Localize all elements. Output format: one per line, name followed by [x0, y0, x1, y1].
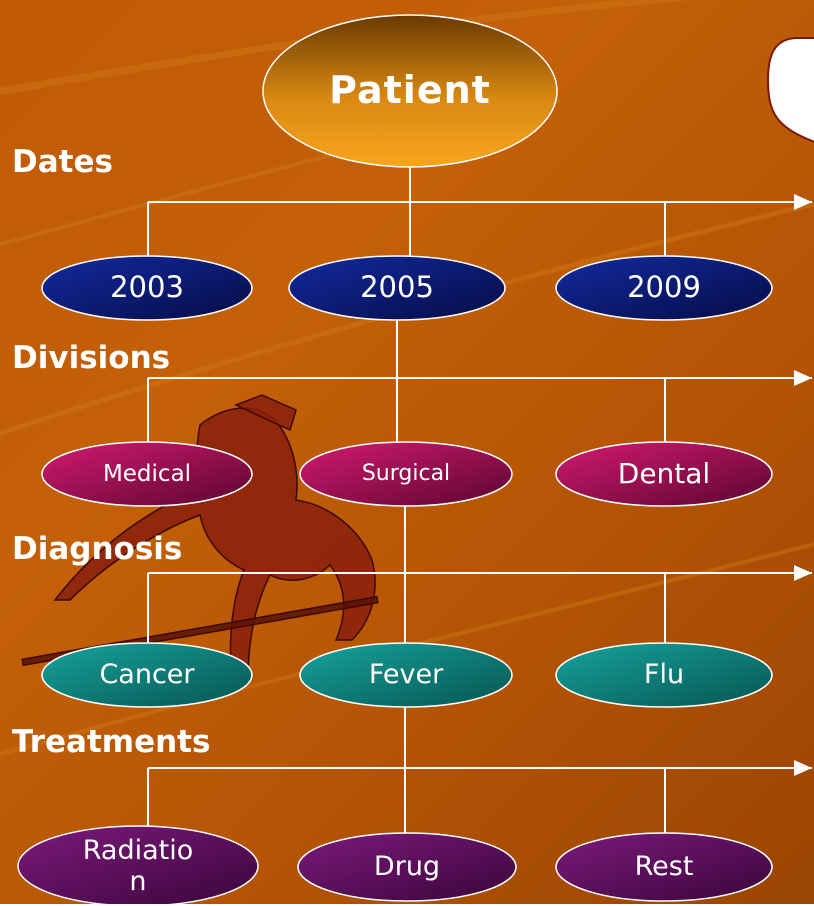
node-cancer	[41, 642, 253, 708]
callout-shape	[766, 37, 814, 143]
root-node-label: Patient	[329, 68, 491, 113]
node-label-cancer: Cancer	[99, 659, 195, 691]
root-node-ellipse	[262, 14, 558, 168]
node-fever	[299, 642, 513, 708]
node-label-drug: Drug	[373, 851, 441, 883]
node-medical	[41, 441, 253, 507]
node-label-fever: Fever	[368, 659, 444, 691]
node-label-medical: Medical	[102, 460, 192, 487]
node-label-flu: Flu	[643, 659, 685, 691]
node-2009	[555, 255, 773, 321]
node-radiation	[17, 825, 259, 904]
level-label-divisions: Divisions	[12, 340, 171, 376]
node-label-dental: Dental	[617, 456, 711, 490]
node-surgical	[299, 441, 513, 507]
node-label-2009: 2009	[627, 270, 701, 305]
node-label-radiation: Radiatio n	[82, 834, 194, 897]
node-label-2005: 2005	[360, 270, 434, 305]
node-rest	[555, 832, 773, 902]
node-flu	[555, 642, 773, 708]
node-drug	[297, 832, 517, 902]
node-dental	[555, 441, 773, 507]
node-label-rest: Rest	[634, 851, 694, 883]
node-2005	[288, 255, 506, 321]
level-label-diagnosis: Diagnosis	[12, 531, 183, 567]
node-layer	[17, 14, 773, 904]
level-label-dates: Dates	[12, 144, 113, 180]
node-label-2003: 2003	[110, 270, 184, 305]
node-2003	[41, 255, 253, 321]
connector-layer	[147, 167, 812, 833]
node-label-surgical: Surgical	[361, 461, 451, 487]
level-label-treatments: Treatments	[12, 724, 211, 760]
